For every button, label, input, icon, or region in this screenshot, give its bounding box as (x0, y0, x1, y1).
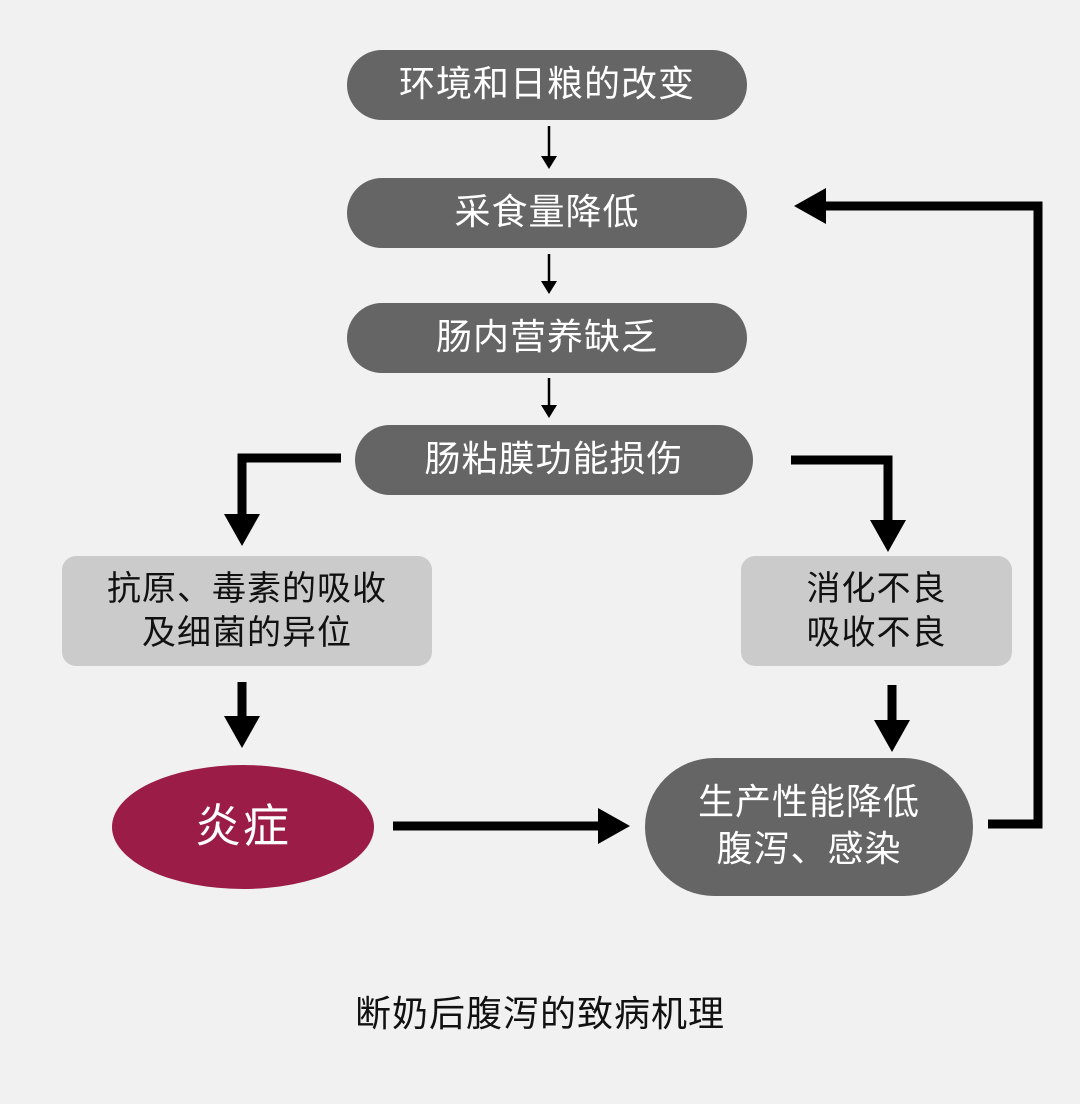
node-performance-down-line1: 生产性能降低 (697, 782, 920, 824)
node-antigen-absorption-line2: 及细菌的异位 (142, 613, 352, 653)
arrow-antigen-to-inflammation (224, 682, 260, 748)
node-antigen-absorption: 抗原、毒素的吸收 及细菌的异位 (62, 556, 432, 666)
arrow-malabsorption-to-performance (874, 685, 910, 752)
node-feed-intake-down: 采食量降低 (347, 178, 747, 248)
node-mucosa-damage: 肠粘膜功能损伤 (355, 425, 753, 495)
arrow-inflammation-to-performance (393, 808, 630, 844)
node-intestinal-malnutrition: 肠内营养缺乏 (347, 303, 747, 373)
diagram-caption: 断奶后腹泻的致病机理 (354, 994, 725, 1035)
node-inflammation-label: 炎症 (195, 799, 291, 854)
arrow-mucosa-to-malabsorption (791, 455, 906, 552)
arrow-mucosa-to-antigen (224, 453, 341, 546)
node-performance-down-line2: 腹泻、感染 (716, 829, 902, 870)
node-malabsorption-line1: 消化不良 (806, 568, 947, 609)
node-malabsorption: 消化不良 吸收不良 (741, 556, 1012, 666)
node-inflammation: 炎症 (112, 765, 374, 889)
node-performance-down: 生产性能降低 腹泻、感染 (645, 758, 973, 896)
arrow-nutrition-to-mucosa (541, 378, 557, 418)
node-mucosa-damage-label: 肠粘膜功能损伤 (424, 438, 684, 480)
node-malabsorption-line2: 吸收不良 (806, 613, 947, 653)
arrow-intake-to-nutrition (541, 254, 557, 294)
node-environment-change-label: 环境和日粮的改变 (398, 63, 695, 105)
arrow-env-to-intake (541, 126, 557, 169)
arrow-feedback-loop (794, 188, 1043, 829)
node-feed-intake-down-label: 采食量降低 (454, 191, 640, 233)
node-intestinal-malnutrition-label: 肠内营养缺乏 (435, 316, 658, 358)
node-environment-change: 环境和日粮的改变 (347, 50, 747, 120)
node-antigen-absorption-line1: 抗原、毒素的吸收 (107, 568, 387, 609)
